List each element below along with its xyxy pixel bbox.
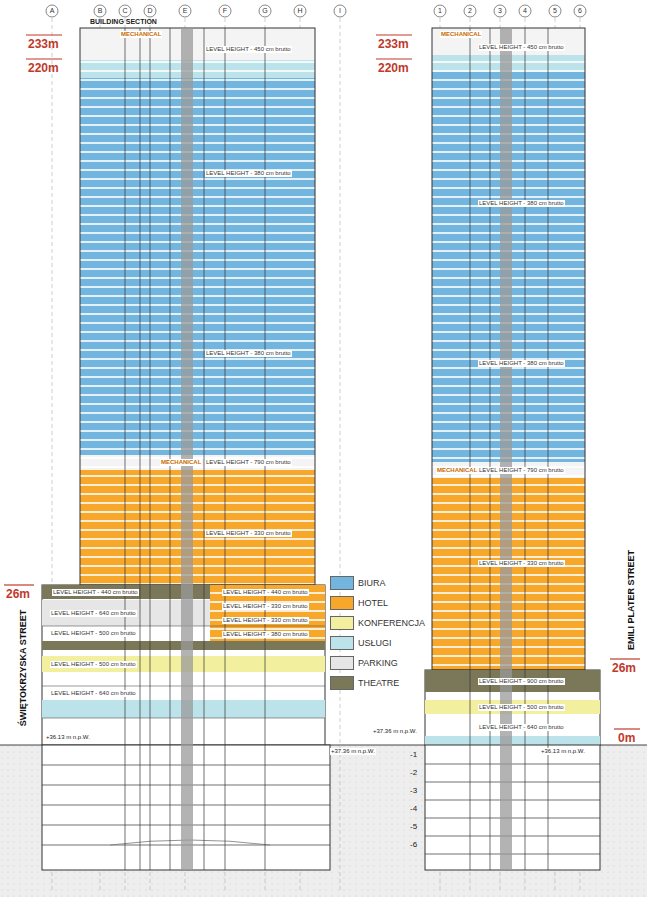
left-tower: [80, 28, 315, 585]
level-height: LEVEL HEIGHT - 790 cm brutto: [478, 467, 565, 474]
right-podium: [425, 670, 600, 745]
basement-level: -1: [410, 751, 417, 760]
street-name: EMILI PLATER STREET: [627, 550, 637, 650]
street-name: ŚWIĘTOKRZYSKA STREET: [19, 610, 29, 727]
level-height: LEVEL HEIGHT - 330 cm brutto: [222, 617, 309, 624]
zone-name: MECHANICAL: [436, 467, 478, 474]
legend-text: THEATRE: [358, 678, 399, 688]
level-height: LEVEL HEIGHT - 380 cm brutto: [205, 350, 292, 357]
level-mark: 0m: [618, 732, 635, 745]
elevation: +37.36 m n.p.W.: [330, 748, 376, 755]
legend-swatch: [330, 576, 354, 590]
level-height: LEVEL HEIGHT - 330 cm brutto: [222, 603, 309, 610]
zone-name: MECHANICAL: [120, 31, 162, 38]
level-height: LEVEL HEIGHT - 450 cm brutto: [205, 46, 292, 53]
level-height: LEVEL HEIGHT - 790 cm brutto: [205, 459, 292, 466]
grid-axis: E: [183, 7, 188, 15]
level-height: LEVEL HEIGHT - 440 cm brutto: [222, 589, 309, 596]
level-height: LEVEL HEIGHT - 330 cm brutto: [205, 530, 292, 537]
grid-axis: B: [98, 7, 103, 15]
level-height: LEVEL HEIGHT - 330 cm brutto: [478, 560, 565, 567]
level-height: LEVEL HEIGHT - 440 cm brutto: [52, 589, 139, 596]
basement-level: -5: [410, 823, 417, 832]
grid-axis: 5: [553, 7, 557, 15]
grid-axis: I: [339, 7, 341, 15]
zone-name: MECHANICAL: [160, 459, 202, 466]
grid-axis: C: [122, 7, 127, 15]
level-mark: 220m: [28, 62, 59, 75]
grid-axis: 2: [468, 7, 472, 15]
grid-axis: D: [147, 7, 152, 15]
zone-name: MECHANICAL: [440, 31, 482, 38]
elevation: +36.13 m n.p.W.: [540, 748, 586, 755]
section-title: BUILDING SECTION: [90, 18, 157, 26]
legend-swatch: [330, 656, 354, 670]
legend-swatch: [330, 596, 354, 610]
grid-axis: G: [262, 7, 267, 15]
basement-level: -4: [410, 805, 417, 814]
level-height: LEVEL HEIGHT - 500 cm brutto: [50, 661, 137, 668]
legend-swatch: [330, 616, 354, 630]
grid-bubbles: [46, 5, 586, 17]
level-height: LEVEL HEIGHT - 640 cm brutto: [478, 724, 565, 731]
elevation: +37.36 m n.p.W.: [372, 728, 418, 735]
grid-axis: 1: [438, 7, 442, 15]
level-mark: 26m: [612, 662, 636, 675]
grid-axis: 6: [578, 7, 582, 15]
level-mark: 220m: [378, 62, 409, 75]
level-height: LEVEL HEIGHT - 500 cm brutto: [478, 704, 565, 711]
legend-swatch: [330, 676, 354, 690]
legend-text: USŁUGI: [358, 638, 392, 648]
level-height: LEVEL HEIGHT - 380 cm brutto: [478, 200, 565, 207]
level-height: LEVEL HEIGHT - 640 cm brutto: [50, 610, 137, 617]
legend-text: PARKING: [358, 658, 398, 668]
legend-text: KONFERENCJA: [358, 618, 425, 628]
basement-level: -6: [410, 841, 417, 850]
level-mark: 233m: [378, 38, 409, 51]
level-height: LEVEL HEIGHT - 900 cm brutto: [478, 678, 565, 685]
level-height: LEVEL HEIGHT - 380 cm brutto: [222, 631, 309, 638]
grid-axis: 4: [523, 7, 527, 15]
ground: [0, 745, 647, 897]
grid-axis: 3: [498, 7, 502, 15]
legend-text: BIURA: [358, 578, 386, 588]
left-core: [125, 28, 265, 870]
level-mark: 26m: [6, 588, 30, 601]
level-height: LEVEL HEIGHT - 380 cm brutto: [478, 360, 565, 367]
right-basement: [425, 745, 600, 870]
level-height: LEVEL HEIGHT - 380 cm brutto: [205, 170, 292, 177]
basement-level: -2: [410, 769, 417, 778]
legend-swatch: [330, 636, 354, 650]
level-height: LEVEL HEIGHT - 500 cm brutto: [50, 630, 137, 637]
legend-text: HOTEL: [358, 598, 388, 608]
grid-axis: H: [297, 7, 302, 15]
level-marks: [4, 35, 640, 729]
level-height: LEVEL HEIGHT - 450 cm brutto: [478, 44, 565, 51]
level-height: LEVEL HEIGHT - 640 cm brutto: [50, 690, 137, 697]
right-core: [470, 28, 548, 870]
level-mark: 233m: [28, 38, 59, 51]
elevation: +36.13 m n.p.W.: [45, 734, 91, 741]
grid-axis: A: [50, 7, 55, 15]
basement-level: -3: [410, 787, 417, 796]
grid-axis: F: [223, 7, 227, 15]
